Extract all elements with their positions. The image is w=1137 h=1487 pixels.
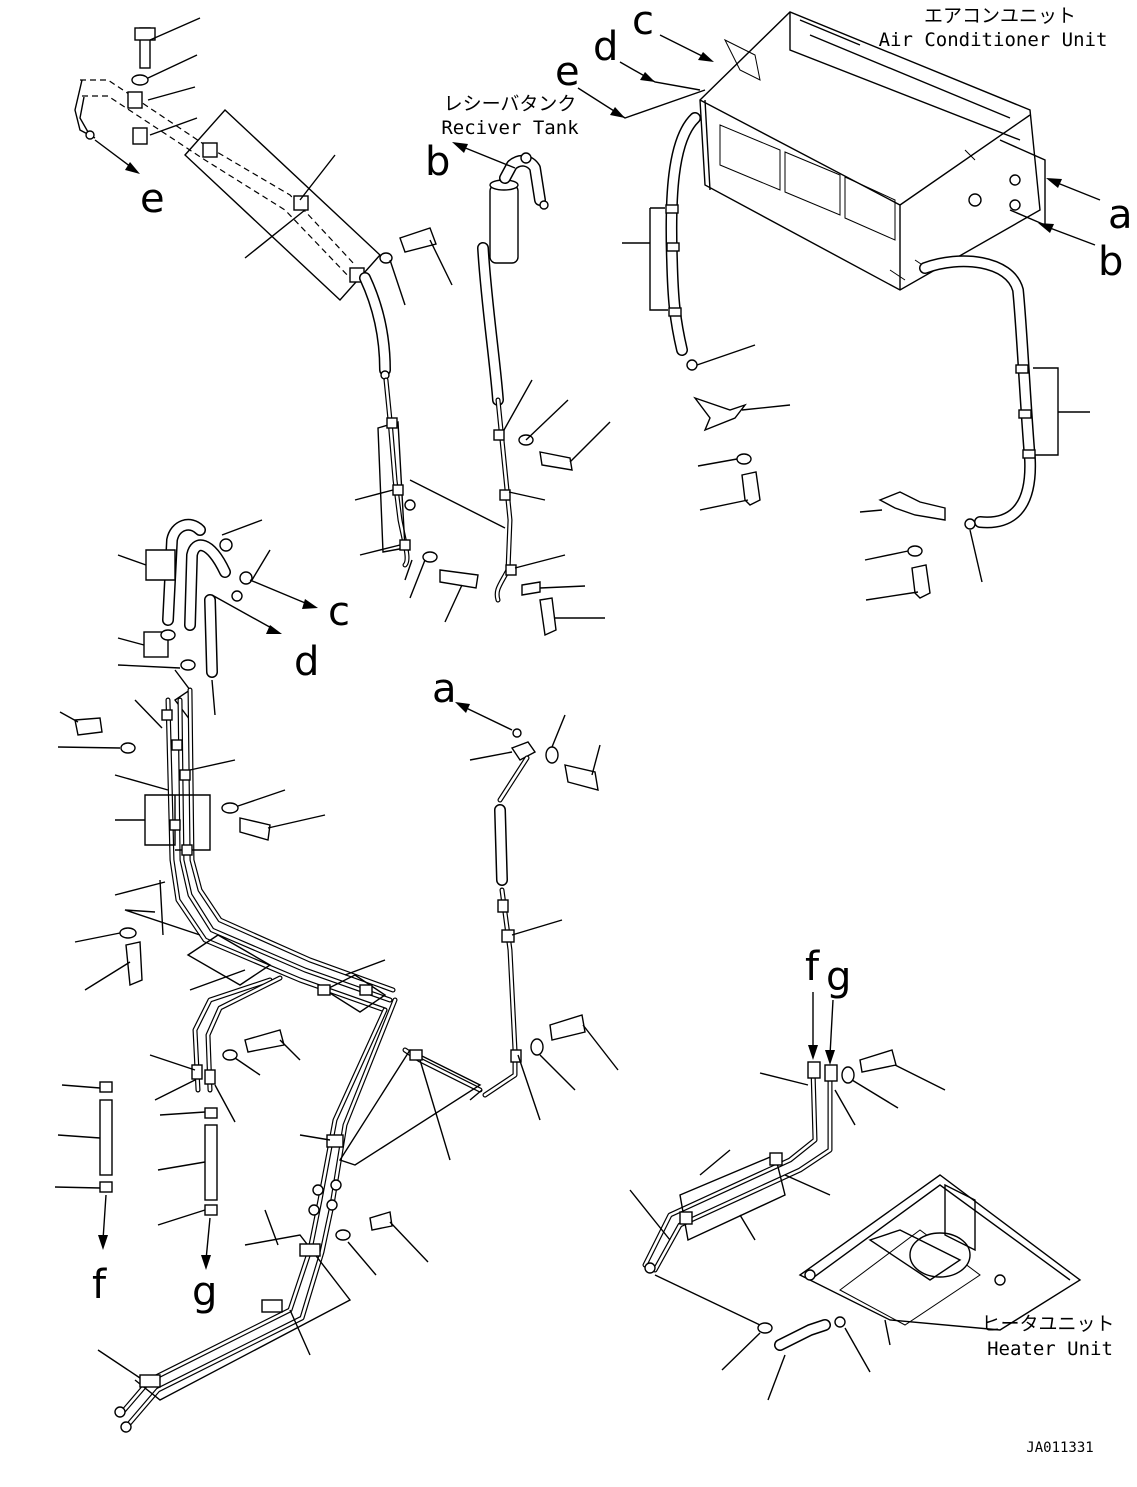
connection-letter-b-ac: b bbox=[1098, 239, 1123, 285]
ac-drain-hose-left bbox=[622, 112, 791, 511]
lower-pipe-run bbox=[97, 959, 483, 1433]
receiver-tank-label-ja: レシーバタンク bbox=[444, 93, 577, 115]
heater-pipe-assembly: f g bbox=[629, 944, 946, 1401]
heater-unit-label-ja: ヒータユニット bbox=[981, 1313, 1114, 1335]
connection-letter-c-ac: c bbox=[632, 0, 654, 44]
ac-connection-arrows: a b c d e bbox=[555, 0, 1133, 285]
air-conditioner-unit-label-ja: エアコンユニット bbox=[924, 5, 1076, 27]
connection-letter-e-upper: e bbox=[140, 176, 165, 222]
upper-hose-group: e bbox=[74, 17, 453, 380]
connectors-f-g: f g bbox=[54, 1081, 218, 1315]
connection-letter-a-middle: a bbox=[432, 666, 457, 712]
receiver-arrow-b: b bbox=[425, 139, 516, 185]
heater-unit-label-en: Heater Unit bbox=[987, 1338, 1113, 1360]
receiver-tank-label: レシーバタンク Reciver Tank bbox=[441, 93, 579, 139]
air-conditioner-unit bbox=[699, 11, 1046, 291]
connection-letter-a-ac: a bbox=[1108, 192, 1133, 238]
connection-letter-b-receiver: b bbox=[425, 139, 450, 185]
heater-unit-label: ヒータユニット Heater Unit bbox=[981, 1313, 1114, 1360]
connection-letter-e-ac: e bbox=[555, 49, 580, 95]
heater-unit bbox=[798, 1174, 1082, 1346]
middle-vertical-hose bbox=[354, 377, 506, 623]
connection-letter-f-lower: f bbox=[92, 1262, 107, 1308]
left-pipe-assembly: c d bbox=[57, 518, 396, 1123]
ac-drain-hose-right bbox=[859, 255, 1090, 601]
hose-from-a: a bbox=[432, 666, 619, 1121]
drawing-number: JA011331 bbox=[1026, 1440, 1093, 1456]
connection-letter-g-lower: g bbox=[192, 1269, 217, 1315]
connection-letter-c-left: c bbox=[328, 589, 350, 635]
air-conditioner-unit-label-en: Air Conditioner Unit bbox=[879, 29, 1108, 51]
connection-letter-d-left: d bbox=[294, 639, 319, 685]
air-conditioner-unit-label: エアコンユニット Air Conditioner Unit bbox=[879, 5, 1108, 51]
connection-letter-g-heater: g bbox=[826, 954, 851, 1000]
connection-letter-d-ac: d bbox=[593, 24, 618, 70]
receiver-tank-label-en: Reciver Tank bbox=[441, 117, 579, 139]
connection-letter-f-heater: f bbox=[805, 944, 820, 990]
receiver-tank bbox=[477, 152, 611, 637]
